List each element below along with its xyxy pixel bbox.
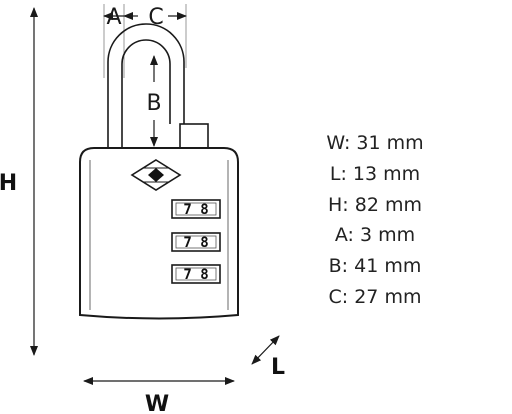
label-w: W bbox=[145, 392, 169, 414]
dial-1-digits: 7 8 bbox=[183, 202, 208, 218]
dimension-spec-list: W: 31 mm L: 13 mm H: 82 mm A: 3 mm B: 41… bbox=[300, 128, 450, 313]
label-h: H bbox=[0, 171, 17, 196]
dial-3-digits: 7 8 bbox=[183, 267, 208, 283]
shackle-inner bbox=[121, 39, 171, 150]
spec-width: W: 31 mm bbox=[326, 132, 424, 154]
shackle-outer bbox=[107, 23, 185, 150]
dial-2-digits: 7 8 bbox=[183, 235, 208, 251]
label-a: A bbox=[106, 5, 121, 30]
dimension-l-arrow bbox=[251, 335, 280, 365]
spec-c: C: 27 mm bbox=[328, 285, 422, 308]
dial-3: 7 8 bbox=[171, 264, 221, 284]
spec-length: L: 13 mm bbox=[329, 162, 421, 185]
spec-height: H: 82 mm bbox=[328, 193, 422, 216]
tsa-logo-icon bbox=[130, 159, 182, 191]
dial-1: 7 8 bbox=[171, 199, 221, 219]
spec-a: A: 3 mm bbox=[334, 224, 416, 247]
dial-group: 7 8 7 8 7 8 bbox=[171, 199, 221, 284]
dial-2: 7 8 bbox=[171, 232, 221, 252]
spec-b: B: 41 mm bbox=[328, 255, 422, 278]
shackle-button bbox=[179, 123, 209, 151]
shackle bbox=[107, 23, 185, 150]
label-c: C bbox=[148, 5, 163, 30]
label-l: L bbox=[271, 355, 285, 380]
label-b: B bbox=[146, 91, 161, 116]
